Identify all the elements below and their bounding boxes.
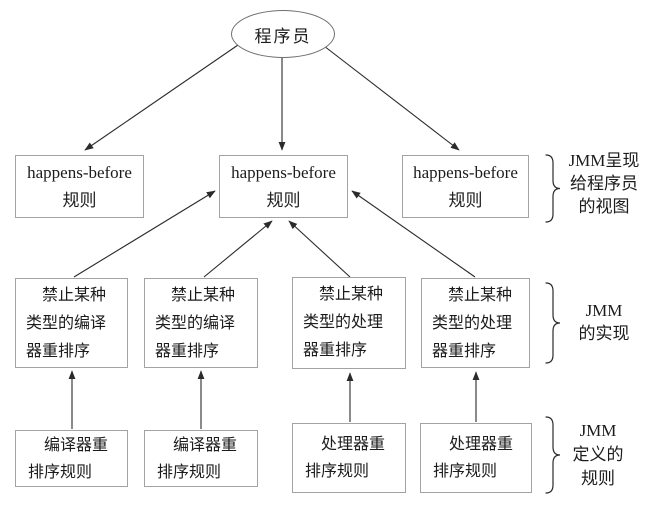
rule-box-processor-1: 处理器重 排序规则 — [292, 423, 406, 493]
hb-box-right: happens-before 规则 — [402, 155, 529, 218]
rule-line: 编译器重 — [173, 437, 238, 454]
hb-box-middle: happens-before 规则 — [219, 155, 348, 218]
impl-line: 类型的编译 — [26, 315, 107, 332]
brace-rules-icon — [545, 416, 561, 494]
impl-box-compiler-1: 禁止某种 类型的编译 器重排序 — [15, 278, 128, 368]
rule-box-processor-2: 处理器重 排序规则 — [420, 423, 532, 493]
impl-line: 类型的处理 — [303, 314, 384, 331]
brace-implementation-icon — [545, 282, 561, 364]
arrow-impl4-to-hb — [351, 190, 476, 278]
impl-box-processor-1: 禁止某种 类型的处理 器重排序 — [292, 277, 406, 369]
arrow-impl1-to-hb — [73, 190, 216, 278]
side-label-line: 的视图 — [578, 197, 630, 216]
hb-line2: 规则 — [448, 190, 483, 210]
programmer-node: 程序员 — [231, 10, 335, 58]
impl-line: 禁止某种 — [42, 287, 107, 304]
impl-line: 禁止某种 — [448, 287, 513, 304]
side-label-implementation: JMM 的实现 — [561, 299, 647, 345]
rule-line: 排序规则 — [157, 464, 222, 481]
rule-line: 编译器重 — [44, 437, 109, 454]
rule-line: 处理器重 — [449, 436, 514, 453]
impl-line: 器重排序 — [432, 343, 497, 360]
arrow-impl2-to-hb — [203, 220, 273, 278]
impl-box-processor-2: 禁止某种 类型的处理 器重排序 — [421, 278, 530, 368]
rule-box-compiler-2: 编译器重 排序规则 — [144, 430, 258, 487]
programmer-label: 程序员 — [254, 26, 312, 46]
arrow-programmer-to-hb-right — [323, 45, 460, 151]
impl-line: 禁止某种 — [319, 286, 384, 303]
hb-line2: 规则 — [62, 190, 97, 210]
impl-line: 器重排序 — [155, 343, 220, 360]
impl-line: 器重排序 — [303, 342, 368, 359]
impl-line: 禁止某种 — [171, 287, 236, 304]
hb-line1: happens-before — [27, 162, 132, 182]
hb-line1: happens-before — [413, 162, 518, 182]
side-label-view: JMM呈现 给程序员 的视图 — [561, 149, 647, 218]
impl-line: 器重排序 — [26, 343, 91, 360]
side-label-line: JMM — [579, 421, 617, 440]
rule-box-compiler-1: 编译器重 排序规则 — [15, 430, 128, 487]
hb-line1: happens-before — [231, 162, 336, 182]
side-label-line: JMM呈现 — [568, 151, 640, 170]
arrow-programmer-to-hb-left — [84, 44, 239, 151]
side-label-line: JMM — [585, 301, 623, 320]
impl-box-compiler-2: 禁止某种 类型的编译 器重排序 — [144, 278, 258, 368]
impl-line: 类型的编译 — [155, 315, 236, 332]
side-label-line: 规则 — [581, 469, 615, 488]
side-label-line: 的实现 — [578, 324, 630, 343]
side-label-rules: JMM 定义的 规则 — [555, 419, 641, 491]
rule-line: 排序规则 — [433, 463, 498, 480]
side-label-line: 定义的 — [572, 445, 624, 464]
hb-line2: 规则 — [266, 190, 301, 210]
hb-box-left: happens-before 规则 — [15, 155, 144, 218]
arrow-impl3-to-hb — [288, 220, 351, 278]
rule-line: 排序规则 — [28, 464, 93, 481]
rule-line: 处理器重 — [321, 436, 386, 453]
side-label-line: 给程序员 — [570, 174, 638, 193]
impl-line: 类型的处理 — [432, 315, 513, 332]
brace-view-icon — [545, 154, 561, 223]
rule-line: 排序规则 — [305, 463, 370, 480]
